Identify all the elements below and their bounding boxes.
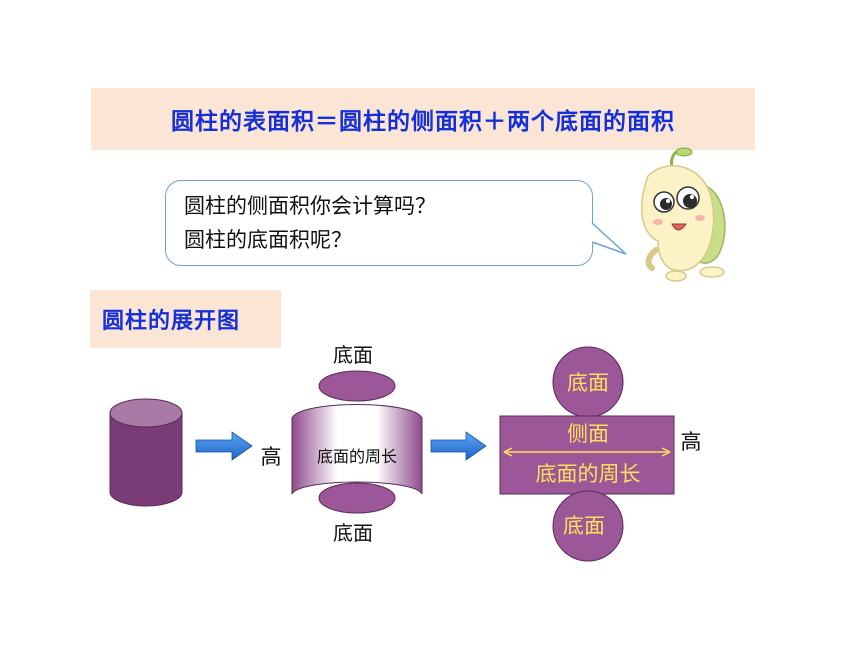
formula-text: 圆柱的表面积＝圆柱的侧面积＋两个底面的面积 (171, 109, 675, 135)
bottom-base-ellipse (318, 482, 396, 514)
lateral-surface-curved (291, 404, 423, 495)
net-circumference-label: 底面的周长 (536, 462, 641, 486)
open-top-label: 底面 (333, 343, 373, 367)
opened-cylinder (291, 370, 423, 514)
section-banner: 圆柱的展开图 (90, 290, 281, 348)
formula-banner: 圆柱的表面积＝圆柱的侧面积＋两个底面的面积 (91, 88, 755, 150)
bubble-line-2: 圆柱的底面积呢？ (184, 228, 352, 252)
section-title: 圆柱的展开图 (102, 309, 241, 334)
cylinder-net (499, 346, 675, 562)
sprout-mascot-icon (640, 147, 726, 282)
open-circumference-label: 底面的周长 (317, 447, 397, 466)
net-lateral-rect (499, 415, 675, 495)
top-base-ellipse (318, 370, 396, 402)
speech-bubble: 圆柱的侧面积你会计算吗？ 圆柱的底面积呢？ (165, 180, 593, 266)
net-lateral-label: 侧面 (567, 422, 609, 446)
right-arrow-icon (430, 431, 487, 461)
open-height-label: 高 (261, 445, 282, 469)
net-bottom-label: 底面 (563, 514, 605, 538)
speech-bubble-tail (591, 222, 627, 255)
net-top-label: 底面 (567, 371, 609, 395)
net-bottom-circle (552, 490, 624, 562)
circumference-double-arrow (503, 447, 671, 457)
bubble-line-1: 圆柱的侧面积你会计算吗？ (184, 194, 436, 218)
net-height-label: 高 (681, 430, 702, 454)
right-arrow-icon (195, 431, 253, 461)
open-bottom-label: 底面 (333, 521, 373, 545)
solid-cylinder (109, 398, 183, 507)
